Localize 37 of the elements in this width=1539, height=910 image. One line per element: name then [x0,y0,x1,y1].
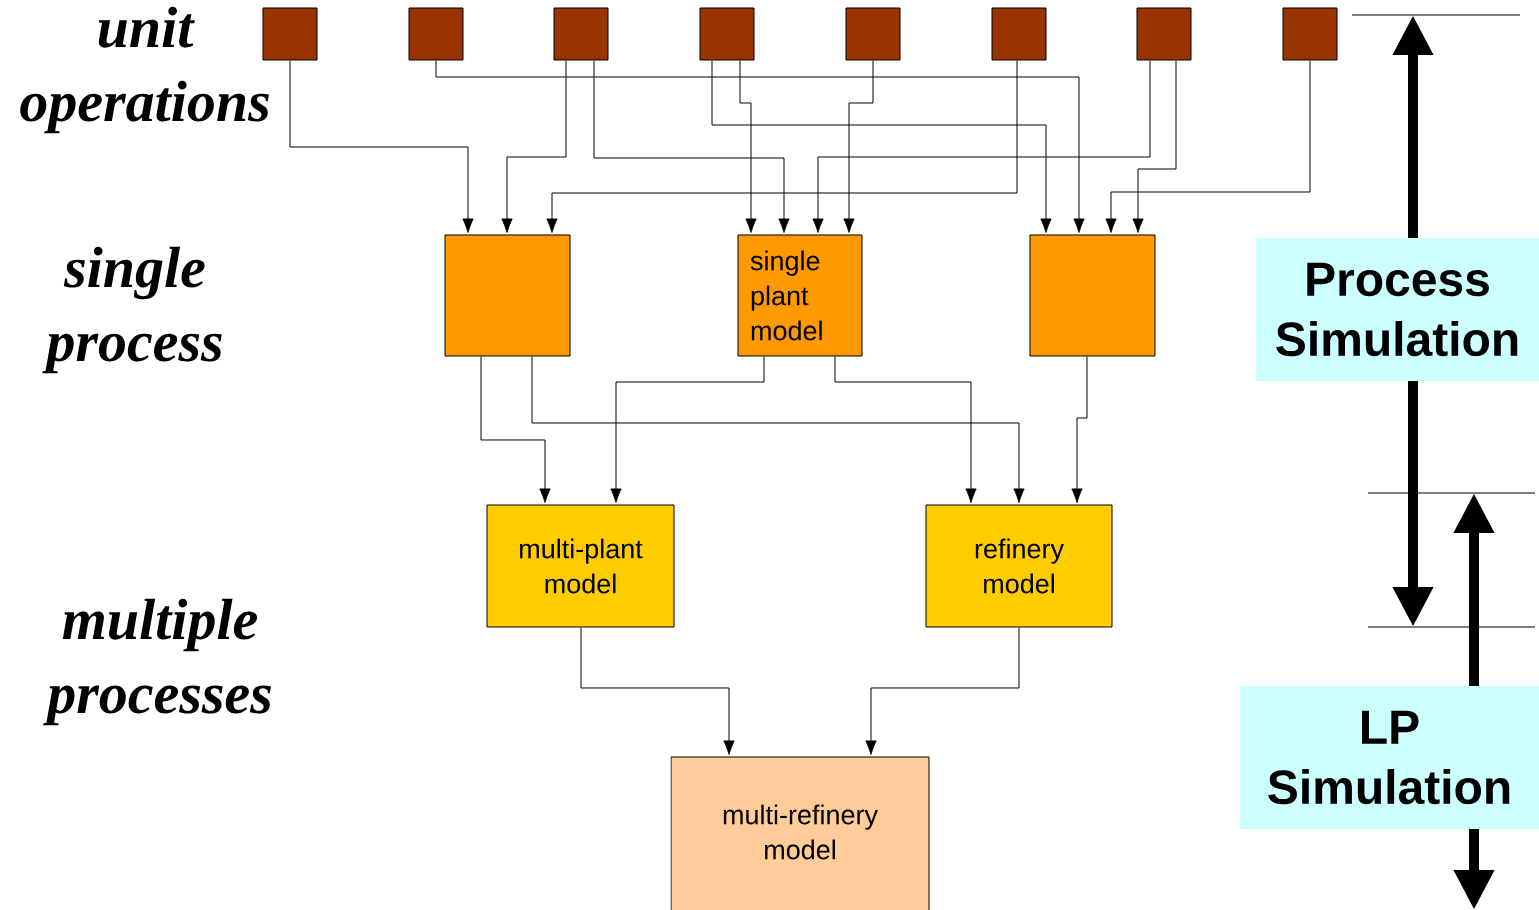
arrow [289,60,474,233]
level-label: multiple processes [43,598,271,726]
arrow [546,60,1018,233]
model-box: multi-plant model [486,504,675,628]
arrow [435,60,1085,233]
simulation-box: LP Simulation [1240,686,1539,829]
simulation-box: Process Simulation [1256,238,1539,381]
arrow [1132,60,1177,233]
arrow [610,356,765,503]
level-label: unit operations [20,6,269,134]
process-box: single plant model [737,234,863,357]
arrow [739,60,757,233]
model-box: refinery model [925,504,1113,628]
level-label: single process [42,246,222,374]
arrow [1105,60,1311,233]
arrow [812,60,1151,233]
process-box [444,234,571,357]
arrow [865,627,1020,755]
arrow [1071,356,1088,503]
square-block [1136,7,1192,61]
arrow [711,60,1052,233]
arrow [480,356,551,503]
arrow [501,60,567,233]
arrow [834,356,977,503]
square-block [699,7,755,61]
square-block [408,7,464,61]
square-block [262,7,318,61]
arrow [593,60,790,233]
arrow [531,356,1025,503]
arrow [580,627,735,755]
model-box: multi-refinery model [670,756,930,910]
arrow [843,60,874,233]
process-box [1029,234,1156,357]
square-block [991,7,1047,61]
square-block [845,7,901,61]
square-block [1282,7,1338,61]
square-block [553,7,609,61]
